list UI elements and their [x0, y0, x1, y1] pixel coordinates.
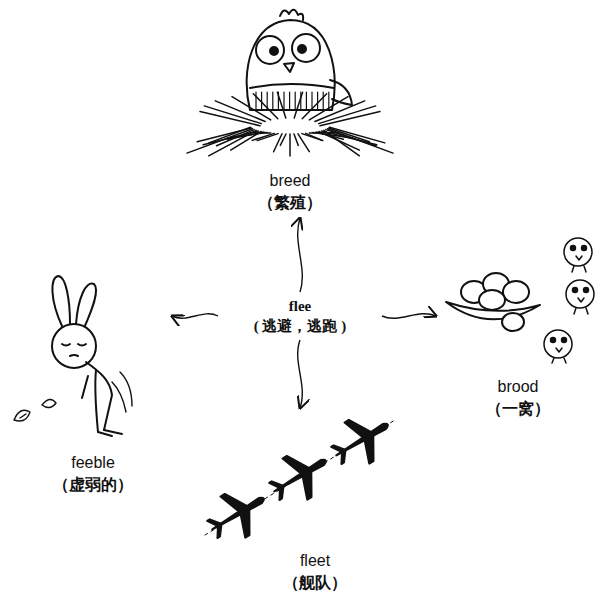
- word-node: fleet（舰队）: [220, 412, 410, 594]
- nest-stroke: [277, 92, 285, 118]
- sweater-stripe: [289, 92, 290, 110]
- nest-stroke: [274, 134, 282, 152]
- word-node: feeble（虚弱的）: [18, 288, 168, 496]
- nest-stroke: [232, 97, 271, 120]
- sweater-stripe: [272, 92, 273, 110]
- fleet-figure: [200, 404, 400, 550]
- nest-stroke: [294, 92, 302, 118]
- chinese-meaning: （一窝）: [486, 398, 550, 420]
- rabbit-figure: [14, 276, 132, 436]
- nest-stroke: [302, 134, 323, 141]
- sweater-stripe: [323, 92, 324, 110]
- nest-stroke: [302, 94, 327, 119]
- sweater-stripe: [317, 92, 318, 110]
- word-node: breed（繁殖）: [210, 0, 370, 214]
- nest-stroke: [306, 133, 323, 140]
- english-word: fleet: [300, 550, 330, 572]
- chick-figure: [187, 10, 393, 156]
- nest-stroke: [250, 132, 270, 134]
- english-word: brood: [498, 376, 539, 398]
- wavy-arrow: [298, 218, 303, 292]
- nest-stroke: [294, 134, 298, 145]
- chinese-meaning: ( 逃避，逃跑 ): [254, 316, 347, 336]
- wavy-arrow: [382, 314, 436, 319]
- nest-stroke: [280, 134, 286, 145]
- wavy-arrow: [172, 314, 218, 318]
- sweater-stripe: [295, 92, 296, 110]
- sweater-stripe: [255, 92, 256, 110]
- chinese-meaning: （虚弱的）: [53, 474, 133, 496]
- nest-stroke: [253, 94, 277, 119]
- nest-stroke: [209, 130, 256, 156]
- nest-stroke: [257, 134, 278, 141]
- nest-stroke: [329, 128, 370, 142]
- english-word: feeble: [71, 452, 115, 474]
- brood-figure: [446, 238, 594, 363]
- nest-stroke: [289, 134, 291, 156]
- chinese-meaning: （繁殖）: [258, 192, 322, 214]
- nest-stroke: [330, 127, 385, 143]
- nest-stroke: [298, 134, 309, 152]
- nest-stroke: [252, 133, 274, 140]
- sweater-stripe: [306, 92, 307, 110]
- word-node: flee( 逃避，逃跑 ): [222, 296, 378, 336]
- english-word: flee: [289, 296, 311, 316]
- english-word: breed: [270, 170, 311, 192]
- nest-stroke: [320, 111, 380, 125]
- word-node: brood（一窝）: [440, 268, 596, 420]
- nest-stroke: [327, 129, 393, 153]
- sweater-stripe: [283, 92, 284, 110]
- wavy-arrow: [298, 340, 303, 408]
- chinese-meaning: （舰队）: [283, 572, 347, 594]
